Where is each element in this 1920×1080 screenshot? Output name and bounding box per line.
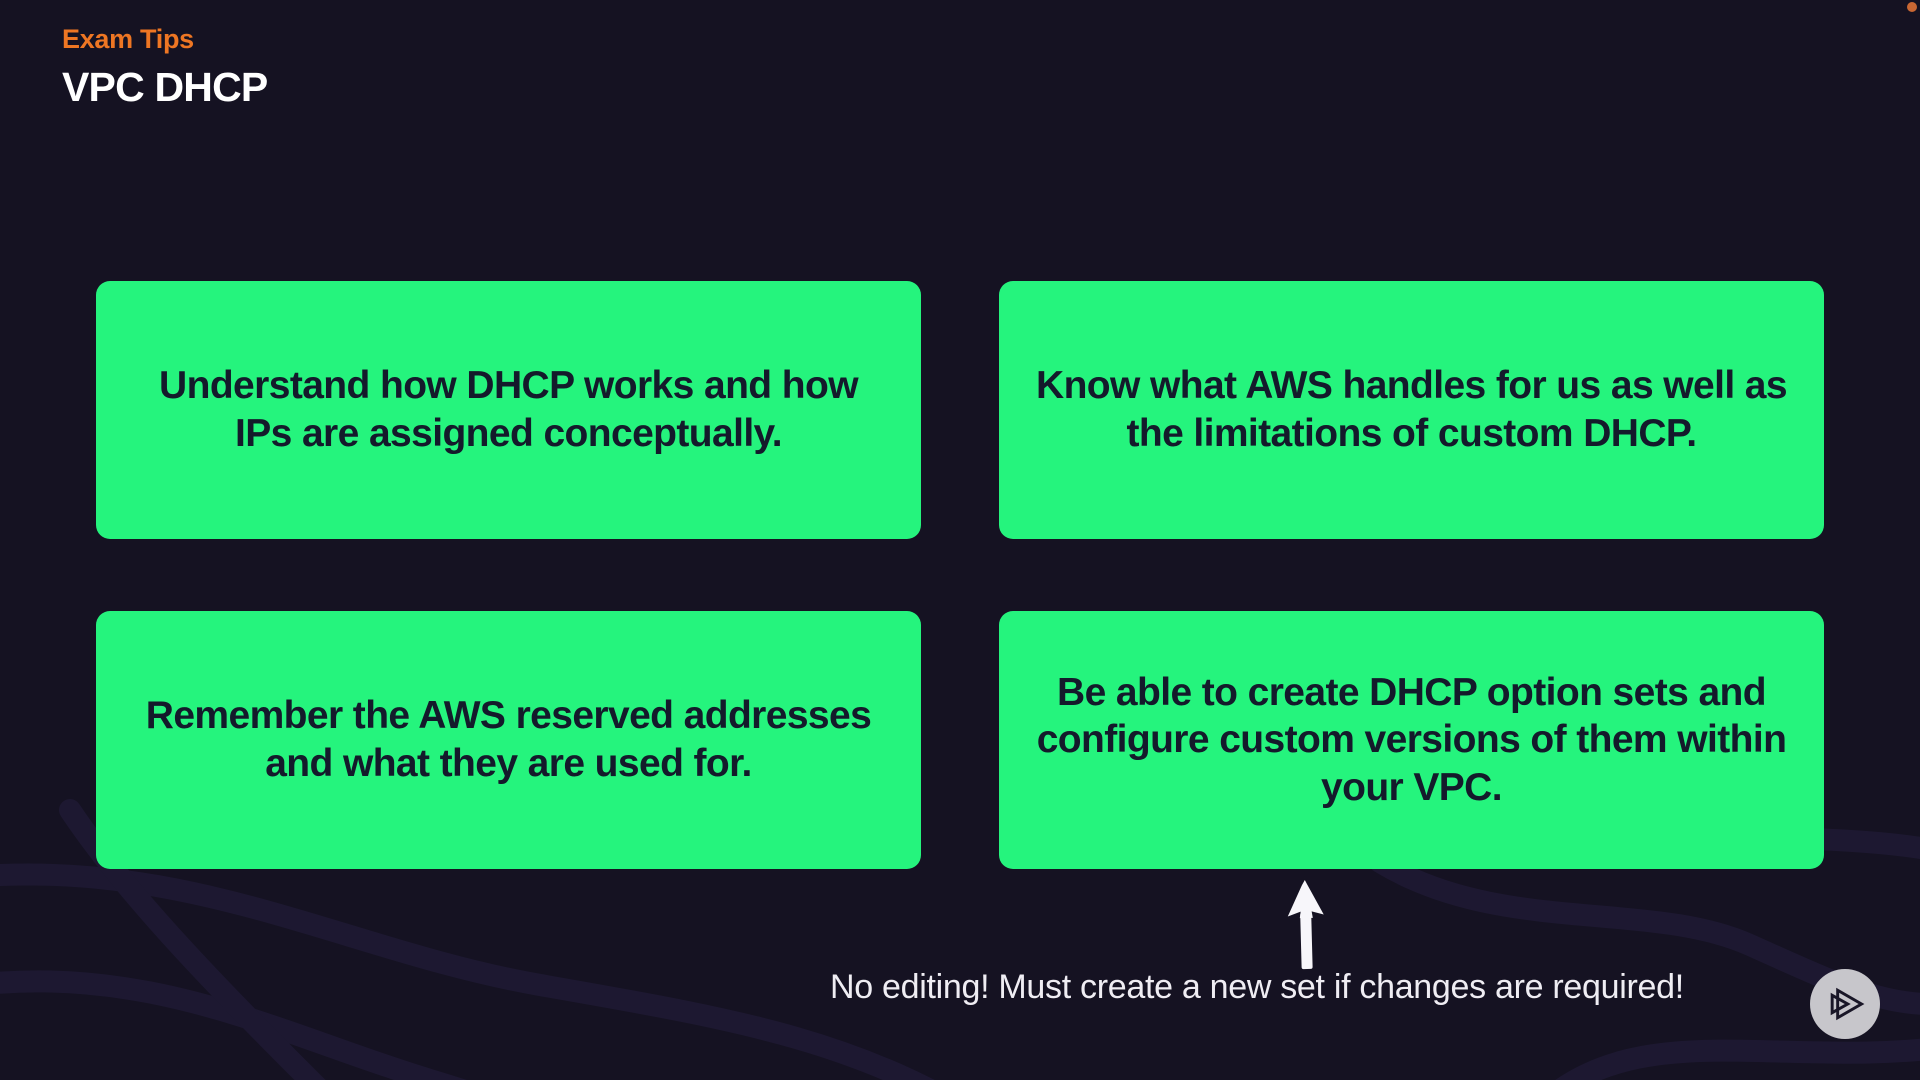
tip-card-1-text: Understand how DHCP works and how IPs ar… xyxy=(159,364,858,455)
callout-text: No editing! Must create a new set if cha… xyxy=(830,968,1684,1006)
tip-card-3-text: Remember the AWS reserved addresses and … xyxy=(145,694,872,785)
recording-indicator-dot xyxy=(1907,2,1917,12)
pluralsight-logo xyxy=(1810,969,1880,1039)
tip-card-2: Know what AWS handles for us as well as … xyxy=(999,281,1824,539)
tip-card-4: Be able to create DHCP option sets and c… xyxy=(999,611,1824,869)
hand-drawn-up-arrow-icon xyxy=(1287,880,1324,970)
eyebrow-label: Exam Tips xyxy=(62,24,194,54)
page-title: VPC DHCP xyxy=(62,64,268,110)
tip-card-2-text: Know what AWS handles for us as well as … xyxy=(1036,364,1788,455)
slide-header: Exam Tips VPC DHCP xyxy=(62,24,268,111)
tip-card-1: Understand how DHCP works and how IPs ar… xyxy=(96,281,921,539)
play-icon xyxy=(1830,987,1865,1021)
tip-card-4-text: Be able to create DHCP option sets and c… xyxy=(1036,670,1787,809)
tip-card-3: Remember the AWS reserved addresses and … xyxy=(96,611,921,869)
